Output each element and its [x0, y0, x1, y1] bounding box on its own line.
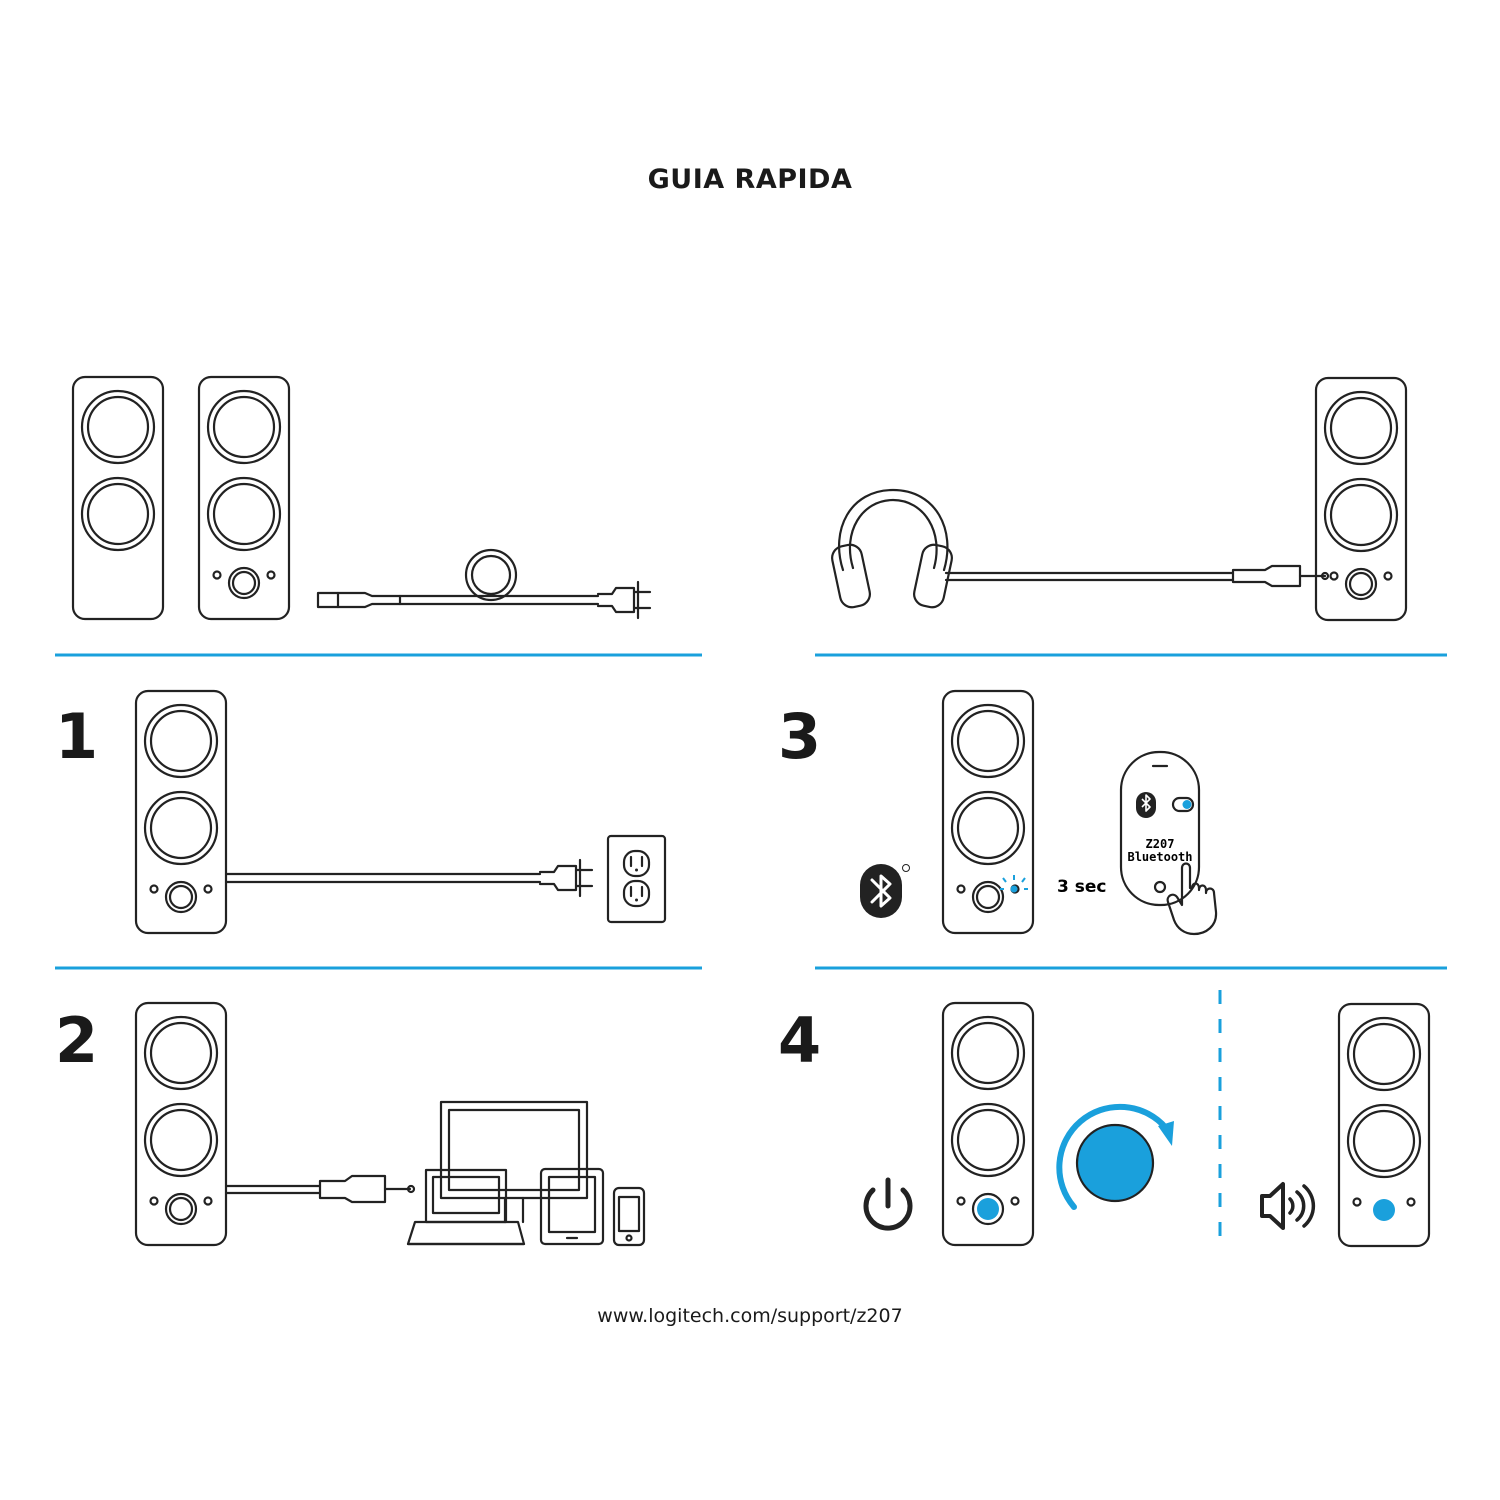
headphones-icon [831, 488, 1330, 609]
passive-speaker [71, 375, 165, 621]
active-speaker-headphone [1314, 376, 1408, 622]
pairing-light-indicator [1000, 875, 1028, 893]
step-2-number: 2 [55, 1004, 99, 1077]
bluetooth-icon [860, 864, 910, 918]
active-speaker [197, 375, 291, 621]
phone-pairing-screen: Z207 Bluetooth [1119, 750, 1201, 907]
power-icon [863, 1177, 913, 1231]
support-url[interactable]: www.logitech.com/support/z207 [597, 1305, 903, 1327]
power-cable [316, 548, 652, 620]
step-4-number: 4 [778, 1004, 822, 1077]
volume-icon [1260, 1182, 1316, 1230]
monitor-icon [439, 1100, 589, 1224]
step4-speaker-volume [1337, 1002, 1431, 1248]
laptop-icon [406, 1168, 526, 1246]
audio-cable [224, 1174, 416, 1204]
phone-device-name: Z207 [1146, 837, 1175, 851]
tablet-icon [539, 1167, 605, 1246]
step4-speaker-power [941, 1001, 1035, 1247]
pairing-duration-label: 3 sec [1057, 877, 1106, 897]
touch-hand-icon [1166, 862, 1218, 936]
step2-speaker [134, 1001, 228, 1247]
page-title: GUIA RAPIDA [647, 164, 853, 195]
volume-knob-rotate [1056, 1103, 1174, 1210]
wall-outlet-icon [606, 834, 667, 924]
phone-icon [612, 1186, 646, 1247]
step1-power-cable [224, 858, 594, 898]
step-1-number: 1 [55, 700, 99, 773]
step1-speaker [134, 689, 228, 935]
phone-device-type: Bluetooth [1127, 850, 1192, 864]
step-3-number: 3 [778, 700, 822, 773]
step3-speaker [941, 689, 1035, 935]
